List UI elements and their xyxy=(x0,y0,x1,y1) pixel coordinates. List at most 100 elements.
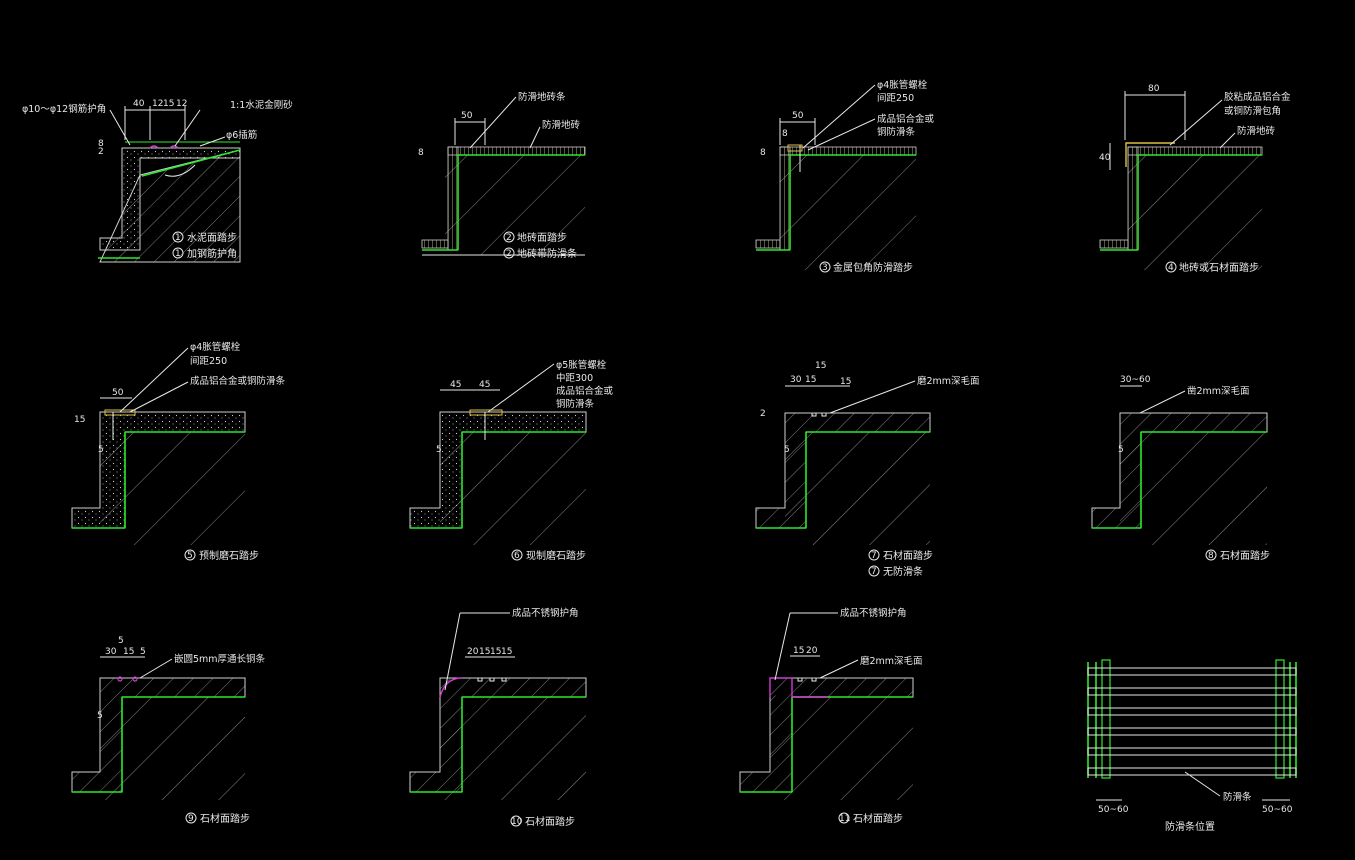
detail-4: 80 40 胶粘成品铝合金 或铜防滑包角 防滑地砖 4 地砖或石材面踏步 xyxy=(1099,84,1291,274)
note: 成品铝合金或铜防滑条 xyxy=(190,375,286,387)
caption: 石材面踏步 xyxy=(525,815,575,828)
dim: 20 xyxy=(806,646,818,656)
dim: 5 xyxy=(436,445,442,455)
dim: 5 xyxy=(98,445,104,455)
detail-11: 15 20 成品不锈钢护角 磨2mm深毛面 11 石材面踏步 xyxy=(739,607,923,825)
caption-number: 5 xyxy=(187,551,193,561)
note: 成品不锈钢护角 xyxy=(512,607,579,619)
dim: 5 xyxy=(140,647,146,657)
dim: 50~60 xyxy=(1098,805,1129,815)
dim: 15 xyxy=(805,375,816,385)
note: 防滑地砖 xyxy=(1237,125,1276,137)
dim: 15 xyxy=(123,647,134,657)
note: 铜防滑条 xyxy=(877,126,916,138)
caption-number: 1 xyxy=(175,233,181,243)
note: 防滑地砖 xyxy=(542,119,581,131)
dim: 30 xyxy=(790,375,802,385)
note: 成品铝合金或 xyxy=(877,113,935,125)
note: 磨2mm深毛面 xyxy=(860,655,923,667)
dim: 12 xyxy=(176,99,187,109)
caption-number: 3 xyxy=(822,263,828,273)
dim: 40 xyxy=(1099,153,1111,163)
caption-number: 1 xyxy=(175,249,181,259)
detail-7: 30 15 15 15 2 5 磨2mm深毛面 7 石材面踏步 7 无防滑条 xyxy=(755,361,980,578)
dim: 20 xyxy=(467,647,479,657)
detail-6: 45 45 5 φ5胀管螺栓 中距300 成品铝合金或 铜防滑条 6 现制磨石踏… xyxy=(409,359,614,562)
dim: 15 xyxy=(815,361,826,371)
note: 间距250 xyxy=(190,355,227,367)
detail-8: 30~60 5 凿2mm深毛面 8 石材面踏步 xyxy=(1091,375,1270,562)
note: 防滑地砖条 xyxy=(518,91,566,103)
dim: 15 xyxy=(74,415,85,425)
caption: 石材面踏步 xyxy=(853,812,903,825)
dim: 15 xyxy=(163,99,174,109)
note: φ4胀管螺栓 xyxy=(877,79,928,91)
caption: 现制磨石踏步 xyxy=(526,549,586,562)
dim: 50 xyxy=(792,111,804,121)
note: φ5胀管螺栓 xyxy=(556,359,607,371)
dim: 15 xyxy=(840,377,851,387)
note: 1:1水泥金刚砂 xyxy=(230,99,293,111)
dim: 30~60 xyxy=(1120,375,1151,385)
caption-number: 7 xyxy=(871,551,877,561)
note: 凿2mm深毛面 xyxy=(1187,385,1250,397)
dim: 45 xyxy=(479,380,490,390)
dim: 50~60 xyxy=(1262,805,1293,815)
dim: 45 xyxy=(450,380,461,390)
dim: 8 xyxy=(98,139,104,149)
dim: 5 xyxy=(1118,445,1124,455)
dim: 2 xyxy=(98,147,104,157)
caption-number: 2 xyxy=(506,233,512,243)
dim: 50 xyxy=(112,388,124,398)
dim: 30 xyxy=(105,647,117,657)
dim: 15 xyxy=(479,647,490,657)
caption: 水泥面踏步 xyxy=(187,231,237,244)
note: 间距250 xyxy=(877,92,914,104)
note: 成品不锈钢护角 xyxy=(840,607,907,619)
dim: 50 xyxy=(461,111,473,121)
detail-12-plan: 防滑条 50~60 50~60 防滑条位置 xyxy=(1087,659,1297,833)
dim: 8 xyxy=(418,148,424,158)
detail-5: 50 15 5 φ4胀管螺栓 间距250 成品铝合金或铜防滑条 5 预制磨石踏步 xyxy=(71,341,286,562)
note: 成品铝合金或 xyxy=(556,385,614,397)
caption-number: 10 xyxy=(511,817,523,827)
caption: 石材面踏步 xyxy=(883,549,933,562)
detail-3: 50 8 8 φ4胀管螺栓 间距250 成品铝合金或 铜防滑条 3 金属包角防滑… xyxy=(755,79,935,274)
caption: 金属包角防滑踏步 xyxy=(833,261,913,274)
caption: 石材面踏步 xyxy=(200,812,250,825)
dim: 12 xyxy=(152,99,163,109)
detail-10: 20 15 15 15 成品不锈钢护角 10 石材面踏步 xyxy=(409,607,587,828)
note: 或铜防滑包角 xyxy=(1224,105,1281,117)
dim: 5 xyxy=(784,445,790,455)
caption: 地砖或石材面踏步 xyxy=(1179,261,1259,274)
caption-number: 9 xyxy=(188,814,194,824)
note: 中距300 xyxy=(556,372,593,384)
dim: 5 xyxy=(118,636,124,646)
caption: 地砖带防滑条 xyxy=(517,247,577,260)
dim: 15 xyxy=(793,646,804,656)
dim: 8 xyxy=(760,148,766,158)
detail-9: 30 5 15 5 5 嵌圆5mm厚通长铜条 9 石材面踏步 xyxy=(71,636,266,825)
dim: 8 xyxy=(782,129,788,139)
note: 嵌圆5mm厚通长铜条 xyxy=(174,653,266,665)
note: 胶粘成品铝合金 xyxy=(1224,91,1291,103)
note: φ10～φ12钢筋护角 xyxy=(22,103,106,115)
caption: 预制磨石踏步 xyxy=(199,549,259,562)
note: φ4胀管螺栓 xyxy=(190,341,241,353)
detail-2: 50 8 防滑地砖条 防滑地砖 2 地砖面踏步 2 地砖带防滑条 xyxy=(418,91,586,260)
dim: 80 xyxy=(1148,84,1160,94)
caption-number: 7 xyxy=(871,567,877,577)
note: 磨2mm深毛面 xyxy=(917,375,980,387)
caption: 地砖面踏步 xyxy=(517,231,567,244)
caption-number: 8 xyxy=(1208,551,1214,561)
note: 防滑条 xyxy=(1223,791,1252,803)
caption: 加钢筋护角 xyxy=(187,247,237,260)
caption-number: 6 xyxy=(514,551,520,561)
note: φ6插筋 xyxy=(226,129,257,141)
caption-number: 4 xyxy=(1168,263,1174,273)
dim: 5 xyxy=(97,711,103,721)
dim: 40 xyxy=(133,99,145,109)
caption: 石材面踏步 xyxy=(1220,549,1270,562)
caption-number: 2 xyxy=(506,249,512,259)
